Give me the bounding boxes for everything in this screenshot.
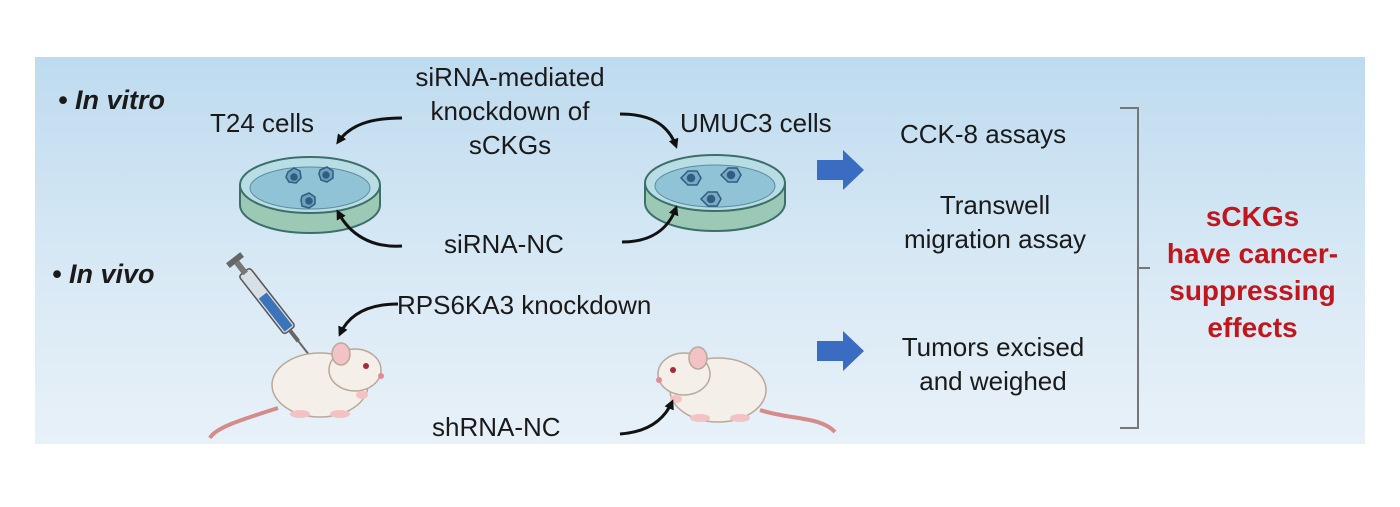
transwell-label: Transwell migration assay (880, 188, 1110, 256)
umuc3-cells-label: UMUC3 cells (680, 108, 832, 138)
shrna-nc-label: shRNA-NC (432, 412, 561, 442)
tumors-line2: and weighed (919, 366, 1067, 396)
conclusion-line4: effects (1207, 312, 1298, 343)
in-vitro-label: In vitro (74, 85, 165, 115)
cell-icon (285, 166, 334, 209)
conclusion-line3: suppressing (1169, 275, 1336, 306)
mouse-icon-treated (208, 342, 384, 440)
tumors-label: Tumors excised and weighed (878, 330, 1108, 398)
sirna-line3: sCKGs (468, 130, 552, 160)
in-vivo-heading: • In vivo (52, 257, 155, 291)
blue-arrow-in-vitro (817, 150, 864, 190)
sirna-line2: knockdown of (430, 96, 590, 126)
sirna-nc-label: siRNA-NC (444, 229, 564, 259)
bullet: • (58, 85, 75, 115)
tumors-line1: Tumors excised (901, 332, 1085, 362)
in-vivo-label: In vivo (68, 259, 155, 289)
sirna-line1: siRNA-mediated (415, 62, 605, 92)
cell-icon (679, 167, 742, 207)
transwell-line1: Transwell (939, 190, 1051, 220)
rps6ka3-knockdown-label: RPS6KA3 knockdown (397, 290, 652, 320)
conclusion-line1: sCKGs (1205, 201, 1300, 232)
petri-dish-icon-t24 (239, 156, 381, 234)
conclusion-text: sCKGs have cancer- suppressing effects (1145, 198, 1360, 346)
in-vitro-heading: • In vitro (58, 83, 165, 117)
blue-arrow-in-vivo (817, 331, 864, 371)
conclusion-line2: have cancer- (1166, 238, 1339, 269)
transwell-line2: migration assay (903, 224, 1087, 254)
sirna-knockdown-label: siRNA-mediated knockdown of sCKGs (390, 60, 630, 162)
t24-cells-label: T24 cells (210, 108, 315, 138)
bullet: • (52, 259, 69, 289)
petri-dish-icon-umuc3 (644, 154, 786, 232)
mouse-icon-control (656, 346, 837, 434)
cck8-label: CCK-8 assays (900, 119, 1067, 149)
syringe-icon (226, 252, 312, 358)
grouping-bracket (1120, 107, 1150, 429)
